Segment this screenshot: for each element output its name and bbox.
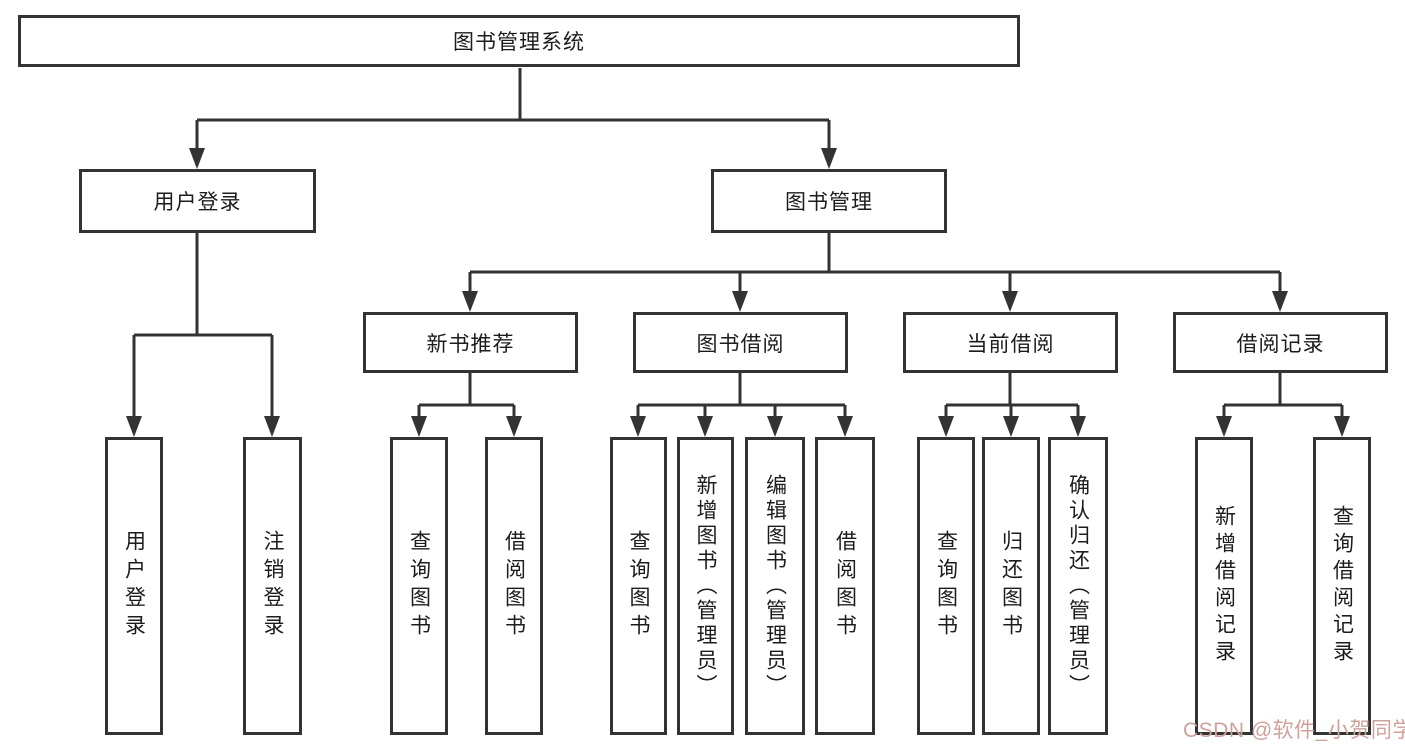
node-book-borrow: 图书借阅 bbox=[633, 312, 848, 373]
leaf-query-borrow-record: 查询借阅记录 bbox=[1313, 437, 1371, 735]
leaf-edit-books-admin: 编辑图书（管理员） bbox=[745, 437, 805, 735]
node-current-borrow: 当前借阅 bbox=[903, 312, 1118, 373]
node-new-book-recommend: 新书推荐 bbox=[363, 312, 578, 373]
leaf-confirm-return-admin: 确认归还（管理员） bbox=[1048, 437, 1108, 735]
leaf-query-books-borrow: 查询图书 bbox=[610, 437, 667, 735]
leaf-borrow-books: 借阅图书 bbox=[815, 437, 875, 735]
arrowhead-icons bbox=[126, 148, 1350, 437]
node-user-login: 用户登录 bbox=[79, 169, 316, 233]
leaf-query-books-recommend: 查询图书 bbox=[390, 437, 448, 735]
node-root-library-management-system: 图书管理系统 bbox=[18, 15, 1020, 67]
leaf-add-books-admin: 新增图书（管理员） bbox=[677, 437, 734, 735]
node-book-management: 图书管理 bbox=[711, 169, 947, 233]
leaf-borrow-books-recommend: 借阅图书 bbox=[485, 437, 543, 735]
leaf-query-books-current: 查询图书 bbox=[917, 437, 975, 735]
leaf-return-books: 归还图书 bbox=[982, 437, 1040, 735]
node-borrow-record: 借阅记录 bbox=[1173, 312, 1388, 373]
leaf-logout: 注销登录 bbox=[243, 437, 302, 735]
csdn-watermark: CSDN @软件_小贺同学 bbox=[1183, 719, 1405, 742]
leaf-add-borrow-record: 新增借阅记录 bbox=[1195, 437, 1253, 735]
leaf-user-login: 用户登录 bbox=[105, 437, 163, 735]
